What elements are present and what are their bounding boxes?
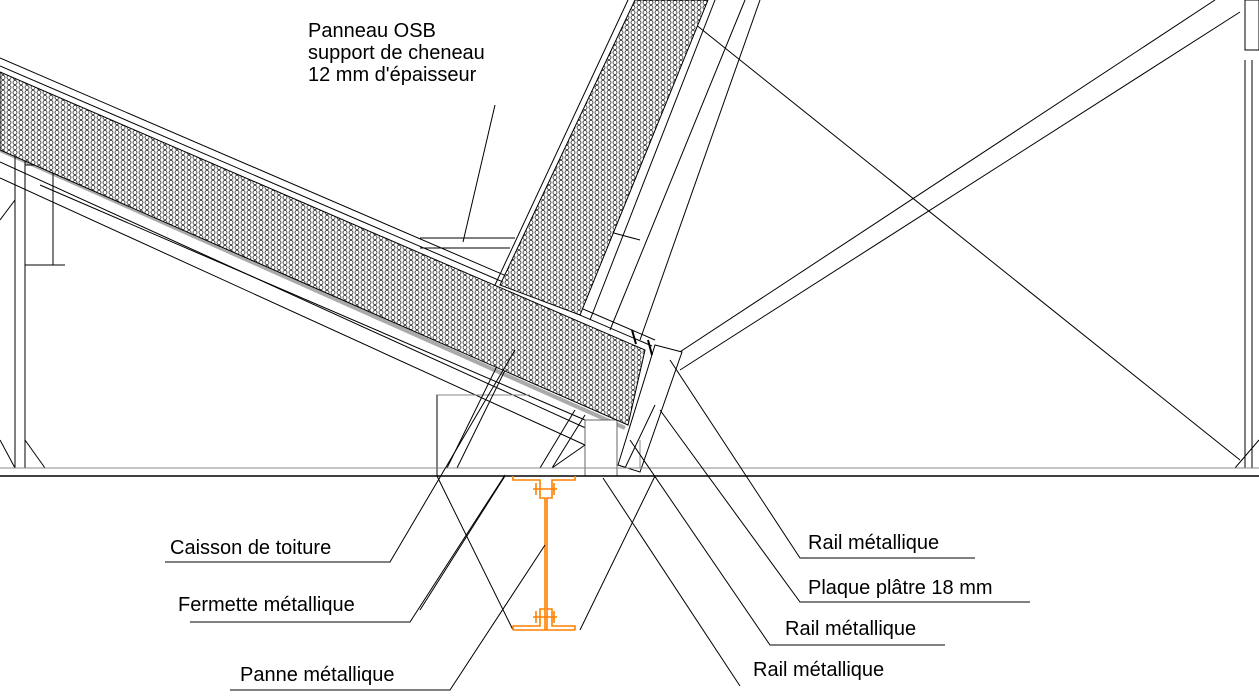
leader-lines <box>165 104 1030 691</box>
label-rail-2: Rail métallique <box>785 618 917 640</box>
label-caisson: Caisson de toiture <box>170 537 332 559</box>
steel-i-beam <box>512 476 576 631</box>
label-line: Panneau OSB <box>308 20 436 42</box>
label-rail-3: Rail métallique <box>753 659 885 681</box>
insulation-panel-main <box>0 71 646 426</box>
label-rail-1: Rail métallique <box>808 532 940 554</box>
label-line: support de cheneau <box>308 42 485 64</box>
label-osb-panel: Panneau OSB support de cheneau 12 mm d'é… <box>308 20 485 86</box>
insulation-panel-upper <box>499 0 709 316</box>
label-panne: Panne métallique <box>240 664 395 686</box>
label-fermette: Fermette métallique <box>178 594 355 616</box>
label-plaque-platre: Plaque plâtre 18 mm <box>808 577 993 599</box>
label-line: 12 mm d'épaisseur <box>308 64 477 86</box>
